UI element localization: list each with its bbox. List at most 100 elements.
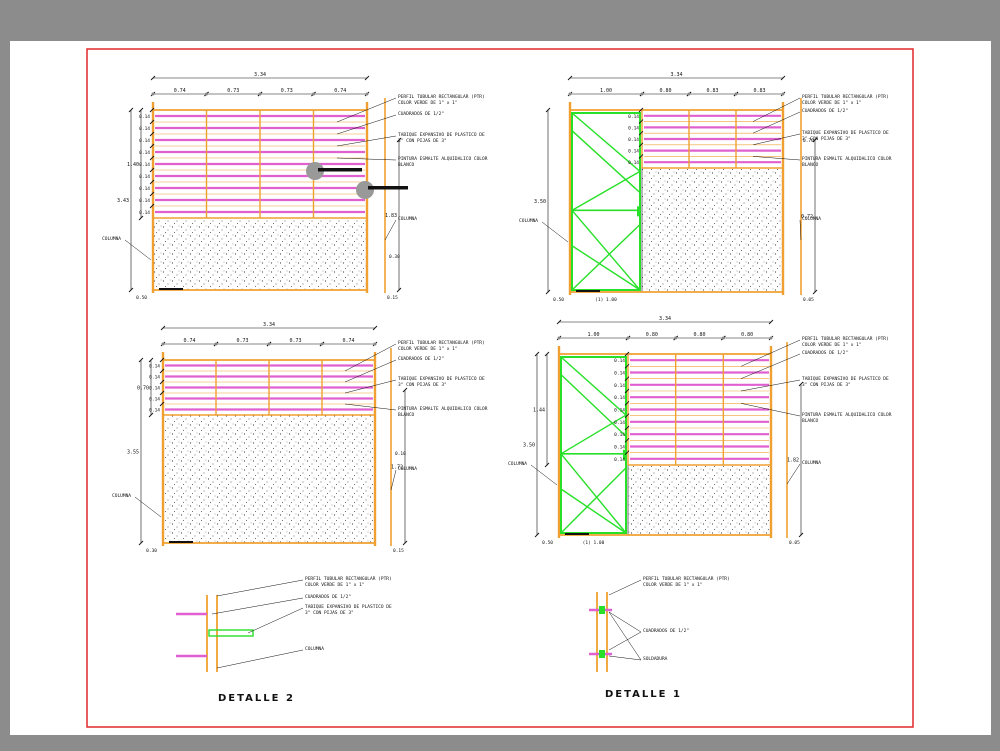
dim-tick [149,203,155,209]
dim-tick [149,155,155,161]
door-brace [560,467,627,534]
note-label: COLUMNA [802,460,821,466]
dim-label: 0.72 [801,214,813,220]
dim-label: 1.00 [587,332,599,338]
note-label: COLOR VERDE DE 1" x 1" [802,342,862,348]
dim-node [721,336,725,340]
note-label: COLOR VERDE DE 1" x 1" [802,100,862,106]
dim-node [557,336,561,340]
detail-leader [247,607,304,634]
dim-label: 3.34 [263,322,275,328]
door-handle [623,449,626,460]
note-leader [336,97,397,123]
detail-note: PERFIL TUBULAR RECTANGULAR (PTR) [643,576,730,582]
dim-node [687,92,691,96]
dim-node [365,92,369,96]
row-dim-label: 0.14 [614,432,625,438]
row-dim-label: 0.14 [614,420,625,426]
note-leader [799,219,802,241]
dim-node [734,92,738,96]
dim-tick [545,289,551,295]
note-label: PINTURA ESMALTE ALQUIDALICO COLOR [802,412,892,418]
row-dim-label: 0.14 [614,445,625,451]
dim-tick [149,179,155,185]
dim-tick [138,357,144,363]
note-label: TABIQUE EXPANSIVO DE PLASTICO DE [398,376,485,382]
base-dim-label: 0.50 [136,295,147,301]
dim-node [781,92,785,96]
detail-leader [608,611,642,633]
detail-note: CUADRADOS DE 1/2" [305,594,351,600]
leader [530,464,558,486]
leader [541,221,569,243]
dim-label: 1.44 [533,408,545,414]
dim-tick [149,191,155,197]
dim-tick [638,154,644,159]
door-brace [571,170,641,211]
dim-node [312,92,315,96]
base-dim-label: 0.05 [803,297,814,303]
dim-tick [624,388,630,394]
detail-note: SOLDADURA [643,656,668,662]
dim-tick [148,412,154,418]
row-dim-label: 0.14 [139,114,150,120]
dim-tick [534,351,540,357]
door-brace [560,414,627,455]
note-label: PERFIL TUBULAR RECTANGULAR (PTR) [398,94,485,100]
row-dim-label: 0.14 [614,383,625,389]
note-leader [390,469,397,491]
note-label: COLUMNA [398,216,417,222]
leader [134,496,162,518]
door-brace [560,453,627,534]
column-label-left: COLUMNA [102,236,121,242]
dim-label: 0.10 [395,451,406,457]
row-dim-label: 0.14 [614,408,625,414]
note-leader [336,157,397,161]
dim-label: 1.72 [391,465,403,471]
dim-tick [780,75,786,81]
dim-tick [544,351,550,357]
note-label: PERFIL TUBULAR RECTANGULAR (PTR) [802,94,889,100]
dim-tick [544,462,550,468]
detail-note: COLOR VERDE DE 1" x 1" [643,582,703,588]
column-label-left: COLUMNA [508,461,527,467]
dim-node [568,92,572,96]
dim-tick [567,75,573,81]
dim-node [267,342,271,346]
dim-tick [638,119,644,124]
dim-label: 0.30 [389,254,400,260]
dim-label: 0.83 [706,88,718,94]
dim-tick [556,319,562,325]
row-dim-label: 0.14 [139,138,150,144]
dim-tick [402,540,408,546]
note-leader [752,97,801,122]
dim-label: 0.73 [236,338,248,344]
dim-label: 0.80 [741,332,753,338]
row-dim-label: 0.14 [139,174,150,180]
door-brace [571,112,641,172]
dim-label: 3.34 [659,316,671,322]
row-dim-label: 0.14 [139,210,150,216]
door-brace [560,374,627,437]
detail-ptr [208,629,254,637]
dim-tick [396,287,402,293]
row-dim-label: 0.14 [149,408,160,414]
note-label: BLANCO [398,162,415,168]
detail-bar [318,168,362,172]
detail-1-title: DETALLE 1 [605,689,682,700]
masonry-wall [628,465,771,535]
dim-tick [624,450,630,455]
base-dim-label: (1) 1.00 [595,297,617,303]
note-leader [384,219,397,241]
detail-leader [608,579,642,596]
row-dim-label: 0.14 [628,149,639,155]
base-dim-label: 0.50 [542,540,553,546]
note-label: PERFIL TUBULAR RECTANGULAR (PTR) [398,340,485,346]
row-dim-label: 0.14 [614,457,625,463]
dim-label: 3.50 [523,443,535,449]
dim-tick [624,438,630,443]
note-label: BLANCO [802,162,819,168]
